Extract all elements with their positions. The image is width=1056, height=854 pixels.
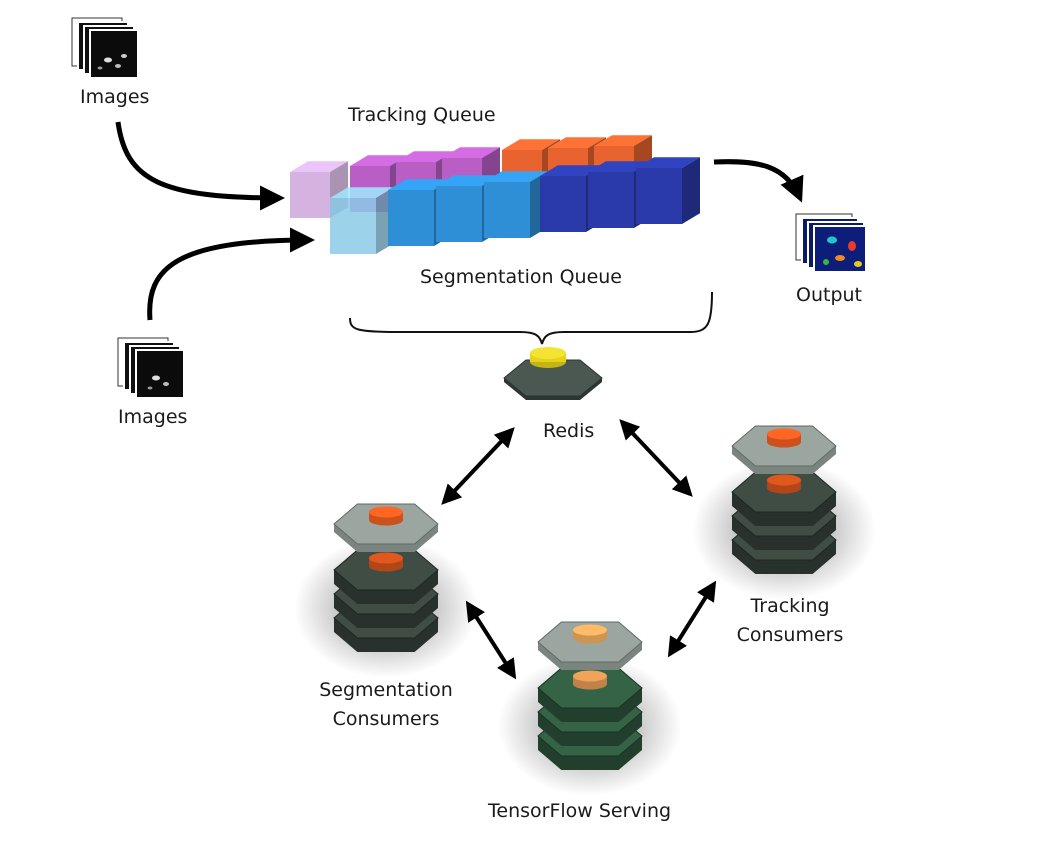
tensorflow-serving-label: TensorFlow Serving [488,800,672,822]
images-to-segmentation-arrow [147,227,315,321]
tracking-queue-cube [290,161,348,218]
output-label: Output [796,284,862,306]
images-to-tracking-arrow [115,121,285,211]
images-bottom-label: Images [118,406,188,428]
output-stack-icon [795,213,867,273]
tracking-consumers-server-icon [692,425,876,600]
redis-segmentation-arrow [441,427,515,505]
redis-tracking-arrow [619,419,693,497]
tracking-consumers-label: Tracking Consumers [736,595,844,647]
redis-label: Redis [543,420,595,442]
images-top-label: Images [80,86,150,108]
segmentation-queue-cube [636,157,700,224]
redis-server-icon [503,347,603,400]
segmentation-queue-label: Segmentation Queue [420,266,622,288]
images-stack-bottom-icon [117,337,185,399]
consumer-servers [294,425,876,796]
tensorflow-serving-server-icon [498,621,682,796]
queue-brace [349,291,713,345]
tracking-serving-arrow [667,580,717,658]
segmentation-consumers-server-icon [294,503,478,678]
images-stack-top-icon [71,17,139,79]
segmentation-serving-arrow [465,600,517,680]
segmentation-queue-cube [330,187,394,254]
segmentation-consumers-label: Segmentation Consumers [319,679,453,731]
queue-to-output-arrow [713,159,804,203]
tracking-queue-label: Tracking Queue [348,104,496,126]
segmentation-queue-cubes [330,157,700,254]
segmentation-queue-cube [484,171,548,238]
